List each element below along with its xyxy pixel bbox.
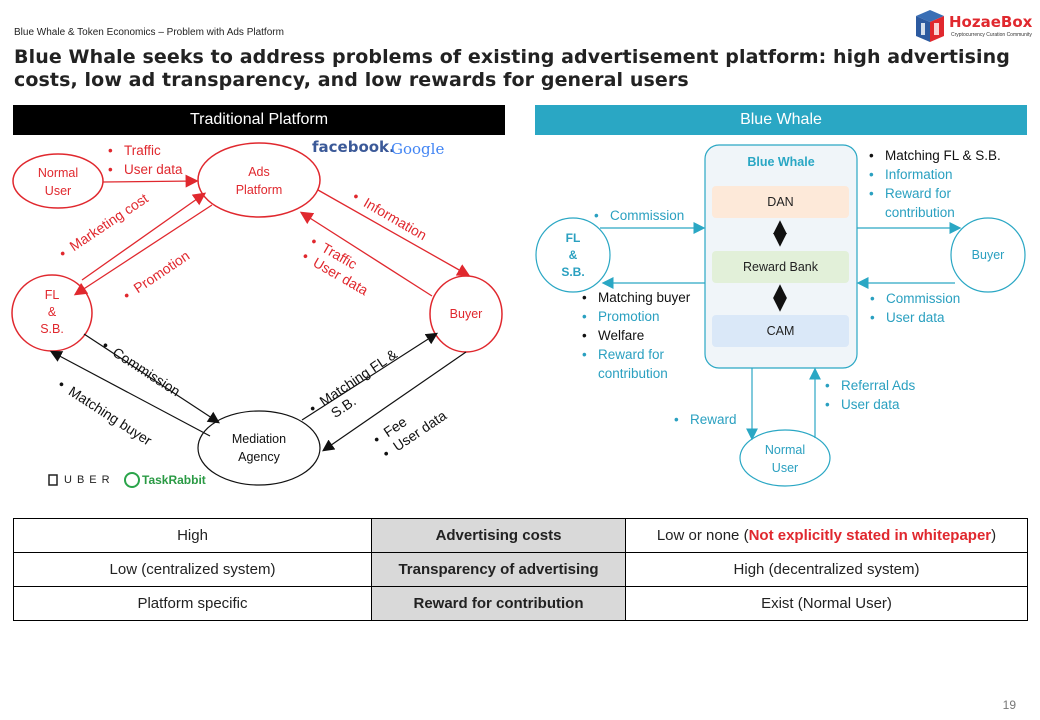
table-cell-mid: Reward for contribution xyxy=(371,586,626,621)
bw-buyer-node xyxy=(950,217,1026,293)
fl-sb-label: FL & S.B. xyxy=(27,287,77,338)
bw-from-buyer-commission: Commission xyxy=(870,289,960,308)
bw-to-buyer-matching: Matching FL & S.B. xyxy=(869,146,1019,165)
arrow-mediation-to-buyer xyxy=(301,332,439,421)
traffic-user-data-list: Traffic User data xyxy=(108,141,183,179)
user-data-item: User data xyxy=(108,160,183,179)
logo-name: HozaeBox xyxy=(949,13,1033,31)
arrow-platform-to-buyer xyxy=(317,189,471,277)
ads-platform-label: Ads Platform xyxy=(214,163,304,199)
bw-from-user-list: Referral Ads User data xyxy=(825,376,915,414)
buyer-label: Buyer xyxy=(449,307,483,321)
cam-box: CAM xyxy=(712,315,849,347)
mediation-label-line2: Agency xyxy=(238,450,280,464)
arrow-platform-to-fl xyxy=(73,204,213,296)
table-cell-mid: Advertising costs xyxy=(371,518,626,553)
arrow-mediation-to-fl xyxy=(49,350,211,437)
table-cell-right: Low or none (Not explicitly stated in wh… xyxy=(625,518,1028,553)
fl-sb-label-line3: S.B. xyxy=(40,322,64,336)
comparison-table: High Advertising costs Low or none (Not … xyxy=(13,518,1028,621)
uber-logo-icon xyxy=(48,474,58,486)
table-cell-left: High xyxy=(13,518,372,553)
right-red-note: Not explicitly stated in whitepaper xyxy=(748,527,992,544)
normal-user-label: Normal User xyxy=(23,164,93,200)
bw-reward: Reward xyxy=(674,410,737,429)
table-cell-right: High (decentralized system) xyxy=(625,552,1028,587)
arrow-buyer-to-mediation xyxy=(322,351,467,452)
normal-user-label-line2: User xyxy=(44,184,72,198)
facebook-logo: facebook. xyxy=(312,138,395,156)
mediation-agency-node xyxy=(197,410,321,486)
arrow-user-to-platform xyxy=(102,174,199,188)
bw-normal-user-node xyxy=(739,429,831,487)
bw-commission-left: Commission xyxy=(594,206,684,225)
mediation-agency-label: Mediation Agency xyxy=(214,430,304,466)
bw-normal-user-line2: User xyxy=(771,461,799,475)
taskrabbit-logo: TaskRabbit xyxy=(142,473,206,487)
bw-from-buyer-list: Commission User data xyxy=(870,289,960,327)
taskrabbit-logo-icon xyxy=(124,472,140,488)
bw-to-fl-list: Matching buyer Promotion Welfare Reward … xyxy=(582,288,712,383)
ads-platform-label-line2: Platform xyxy=(235,183,283,197)
page-number: 19 xyxy=(1002,698,1016,712)
bw-to-fl-promotion: Promotion xyxy=(582,307,712,326)
blue-whale-center-title: Blue Whale xyxy=(747,155,815,169)
bw-buyer-label: Buyer xyxy=(971,248,1005,262)
fl-sb-label-line1: FL xyxy=(44,288,60,302)
table-row: Platform specific Reward for contributio… xyxy=(13,586,1028,621)
table-row: Low (centralized system) Transparency of… xyxy=(13,552,1028,587)
bw-fl-sb-node xyxy=(535,217,611,293)
traditional-platform-header: Traditional Platform xyxy=(13,105,505,135)
bw-to-fl-welfare: Welfare xyxy=(582,326,712,345)
reward-bank-box: Reward Bank xyxy=(712,251,849,283)
bw-to-fl-reward: Reward for contribution xyxy=(582,345,688,383)
dan-box: DAN xyxy=(712,186,849,218)
bw-to-fl-matching-buyer: Matching buyer xyxy=(582,288,712,307)
bw-to-buyer-list: Matching FL & S.B. Information Reward fo… xyxy=(869,146,1019,222)
fl-sb-label-line2: & xyxy=(47,305,57,319)
right-post: ) xyxy=(991,527,997,544)
bw-from-buyer-user-data: User data xyxy=(870,308,960,327)
breadcrumb: Blue Whale & Token Economics – Problem w… xyxy=(14,27,284,38)
bw-fl-sb-line2: & xyxy=(568,248,578,262)
bw-from-user-referral-ads: Referral Ads xyxy=(825,376,915,395)
table-cell-right: Exist (Normal User) xyxy=(625,586,1028,621)
traffic-item: Traffic xyxy=(108,141,183,160)
mediation-label-line1: Mediation xyxy=(231,432,287,446)
bw-to-buyer-reward: Reward for contribution xyxy=(869,184,985,222)
table-cell-mid: Transparency of advertising xyxy=(371,552,626,587)
arrow-buyer-to-platform xyxy=(299,211,433,297)
bw-from-user-user-data: User data xyxy=(825,395,915,414)
table-cell-left: Platform specific xyxy=(13,586,372,621)
bw-fl-sb-line1: FL xyxy=(565,231,581,245)
bw-fl-sb-label: FL & S.B. xyxy=(548,230,598,281)
uber-logo: UBER xyxy=(64,474,115,486)
normal-user-node xyxy=(12,153,104,209)
bw-commission-left-list: Commission xyxy=(594,206,684,225)
bw-reward-list: Reward xyxy=(674,410,737,429)
blue-whale-header: Blue Whale xyxy=(535,105,1027,135)
bw-to-buyer-information: Information xyxy=(869,165,1019,184)
table-cell-left: Low (centralized system) xyxy=(13,552,372,587)
bw-fl-sb-line3: S.B. xyxy=(561,265,585,279)
hozaebox-logo-icon xyxy=(916,10,944,42)
google-logo: Google xyxy=(391,140,445,158)
arrow-fl-to-platform xyxy=(81,192,207,281)
arrow-fl-to-mediation xyxy=(83,333,221,424)
bw-normal-user-label: Normal User xyxy=(745,441,825,477)
ads-platform-label-line1: Ads xyxy=(248,165,270,179)
bw-normal-user-line1: Normal xyxy=(764,443,806,457)
page-title: Blue Whale seeks to address problems of … xyxy=(14,46,1010,91)
normal-user-label-line1: Normal xyxy=(37,166,79,180)
table-row: High Advertising costs Low or none (Not … xyxy=(13,518,1028,553)
logo-tagline: Cryptocurrency Curation Community xyxy=(951,32,1032,38)
right-pre: Low or none ( xyxy=(656,527,749,544)
